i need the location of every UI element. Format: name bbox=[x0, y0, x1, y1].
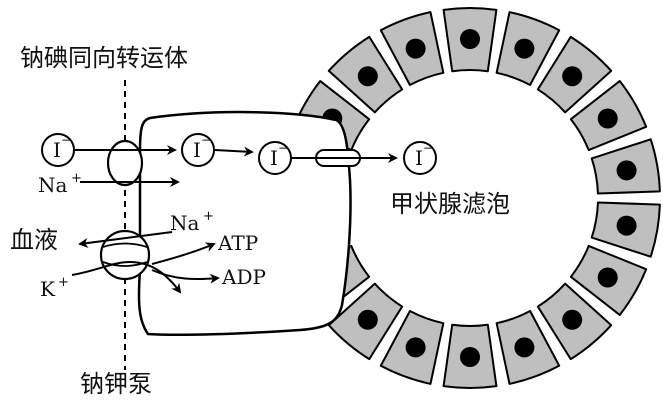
sodium-label-pump: Na + bbox=[170, 209, 214, 235]
sodium-iodide-symporter bbox=[106, 139, 144, 187]
iodide-symbol: I bbox=[270, 146, 278, 170]
sodium-charge: + bbox=[203, 209, 214, 224]
iodide-charge: − bbox=[61, 133, 71, 147]
pump-label: 钠钾泵 bbox=[80, 370, 152, 398]
cell-nucleus bbox=[357, 66, 378, 87]
potassium-label: K + bbox=[40, 275, 69, 301]
cell-nucleus bbox=[616, 215, 637, 236]
cell-nucleus bbox=[597, 267, 618, 288]
sodium-symbol: Na bbox=[38, 173, 68, 197]
potassium-in-arrow bbox=[71, 260, 182, 294]
atp-arrow bbox=[151, 242, 216, 265]
cell-nucleus bbox=[562, 66, 583, 87]
iodide-near-channel: I − bbox=[258, 141, 292, 175]
blood-label: 血液 bbox=[10, 226, 58, 254]
cell-nucleus bbox=[405, 337, 426, 358]
iodide-symbol: I bbox=[53, 138, 61, 162]
sodium-potassium-pump bbox=[99, 229, 151, 281]
iodide-charge: − bbox=[278, 141, 288, 155]
iodide-charge: − bbox=[201, 133, 211, 147]
cell-nucleus bbox=[357, 309, 378, 330]
cell-nucleus bbox=[597, 108, 618, 129]
cell-nucleus bbox=[460, 347, 480, 367]
iodide-symbol: I bbox=[415, 146, 423, 170]
atp-label: ATP bbox=[217, 231, 258, 255]
sodium-symbol: Na bbox=[170, 211, 200, 235]
sodium-charge: + bbox=[71, 171, 82, 186]
transport-arrows bbox=[71, 145, 398, 294]
iodide-intracellular: I − bbox=[181, 133, 215, 167]
potassium-charge: + bbox=[58, 275, 69, 290]
cell-nucleus bbox=[405, 38, 426, 59]
symporter-label: 钠碘同向转运体 bbox=[20, 44, 188, 72]
cell-nucleus bbox=[616, 160, 637, 181]
sodium-out-arrow bbox=[78, 231, 173, 248]
cell-nucleus bbox=[514, 38, 535, 59]
adp-label: ADP bbox=[221, 265, 266, 289]
cell-nucleus bbox=[514, 337, 535, 358]
iodide-symbol: I bbox=[193, 138, 201, 162]
iodide-charge: − bbox=[423, 141, 433, 155]
potassium-symbol: K bbox=[40, 277, 56, 301]
sodium-label-extracellular: Na + bbox=[38, 171, 82, 197]
cell-nucleus bbox=[460, 29, 480, 49]
follicle-label: 甲状腺滤泡 bbox=[390, 190, 510, 218]
iodide-intracellular-arrow bbox=[214, 146, 254, 157]
adp-arrow bbox=[151, 269, 220, 284]
iodide-follicle-lumen: I − bbox=[403, 141, 437, 175]
iodide-extracellular: I − bbox=[41, 133, 75, 167]
cell-nucleus bbox=[562, 309, 583, 330]
